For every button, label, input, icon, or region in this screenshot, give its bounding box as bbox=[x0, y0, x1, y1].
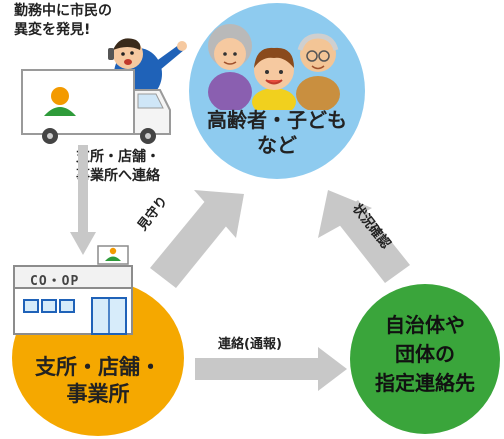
truck-caption: 支所・店舗・ 事業所へ連絡 bbox=[76, 149, 160, 184]
edge-report-label: 連絡(通報) bbox=[218, 337, 282, 352]
arrow-contact-to-elderly bbox=[318, 190, 410, 283]
arrow-branch-to-elderly bbox=[150, 190, 244, 288]
arrow-truck-to-branch bbox=[70, 145, 96, 255]
arrow-branch-to-contact bbox=[195, 347, 347, 391]
discovery-caption: 勤務中に市民の 異変を発見! bbox=[14, 3, 112, 38]
node-elderly-children-label: 高齢者・子ども など bbox=[207, 108, 347, 157]
store-sign: CO・OP bbox=[30, 274, 80, 289]
elderly-and-child-icon bbox=[200, 10, 350, 116]
node-branch-label: 支所・店舗・ 事業所 bbox=[35, 355, 161, 406]
store-building-icon bbox=[12, 244, 142, 336]
node-designated-contact bbox=[350, 284, 500, 434]
delivery-truck-icon bbox=[20, 32, 190, 144]
node-designated-contact-label: 自治体や 団体の 指定連絡先 bbox=[375, 313, 475, 395]
